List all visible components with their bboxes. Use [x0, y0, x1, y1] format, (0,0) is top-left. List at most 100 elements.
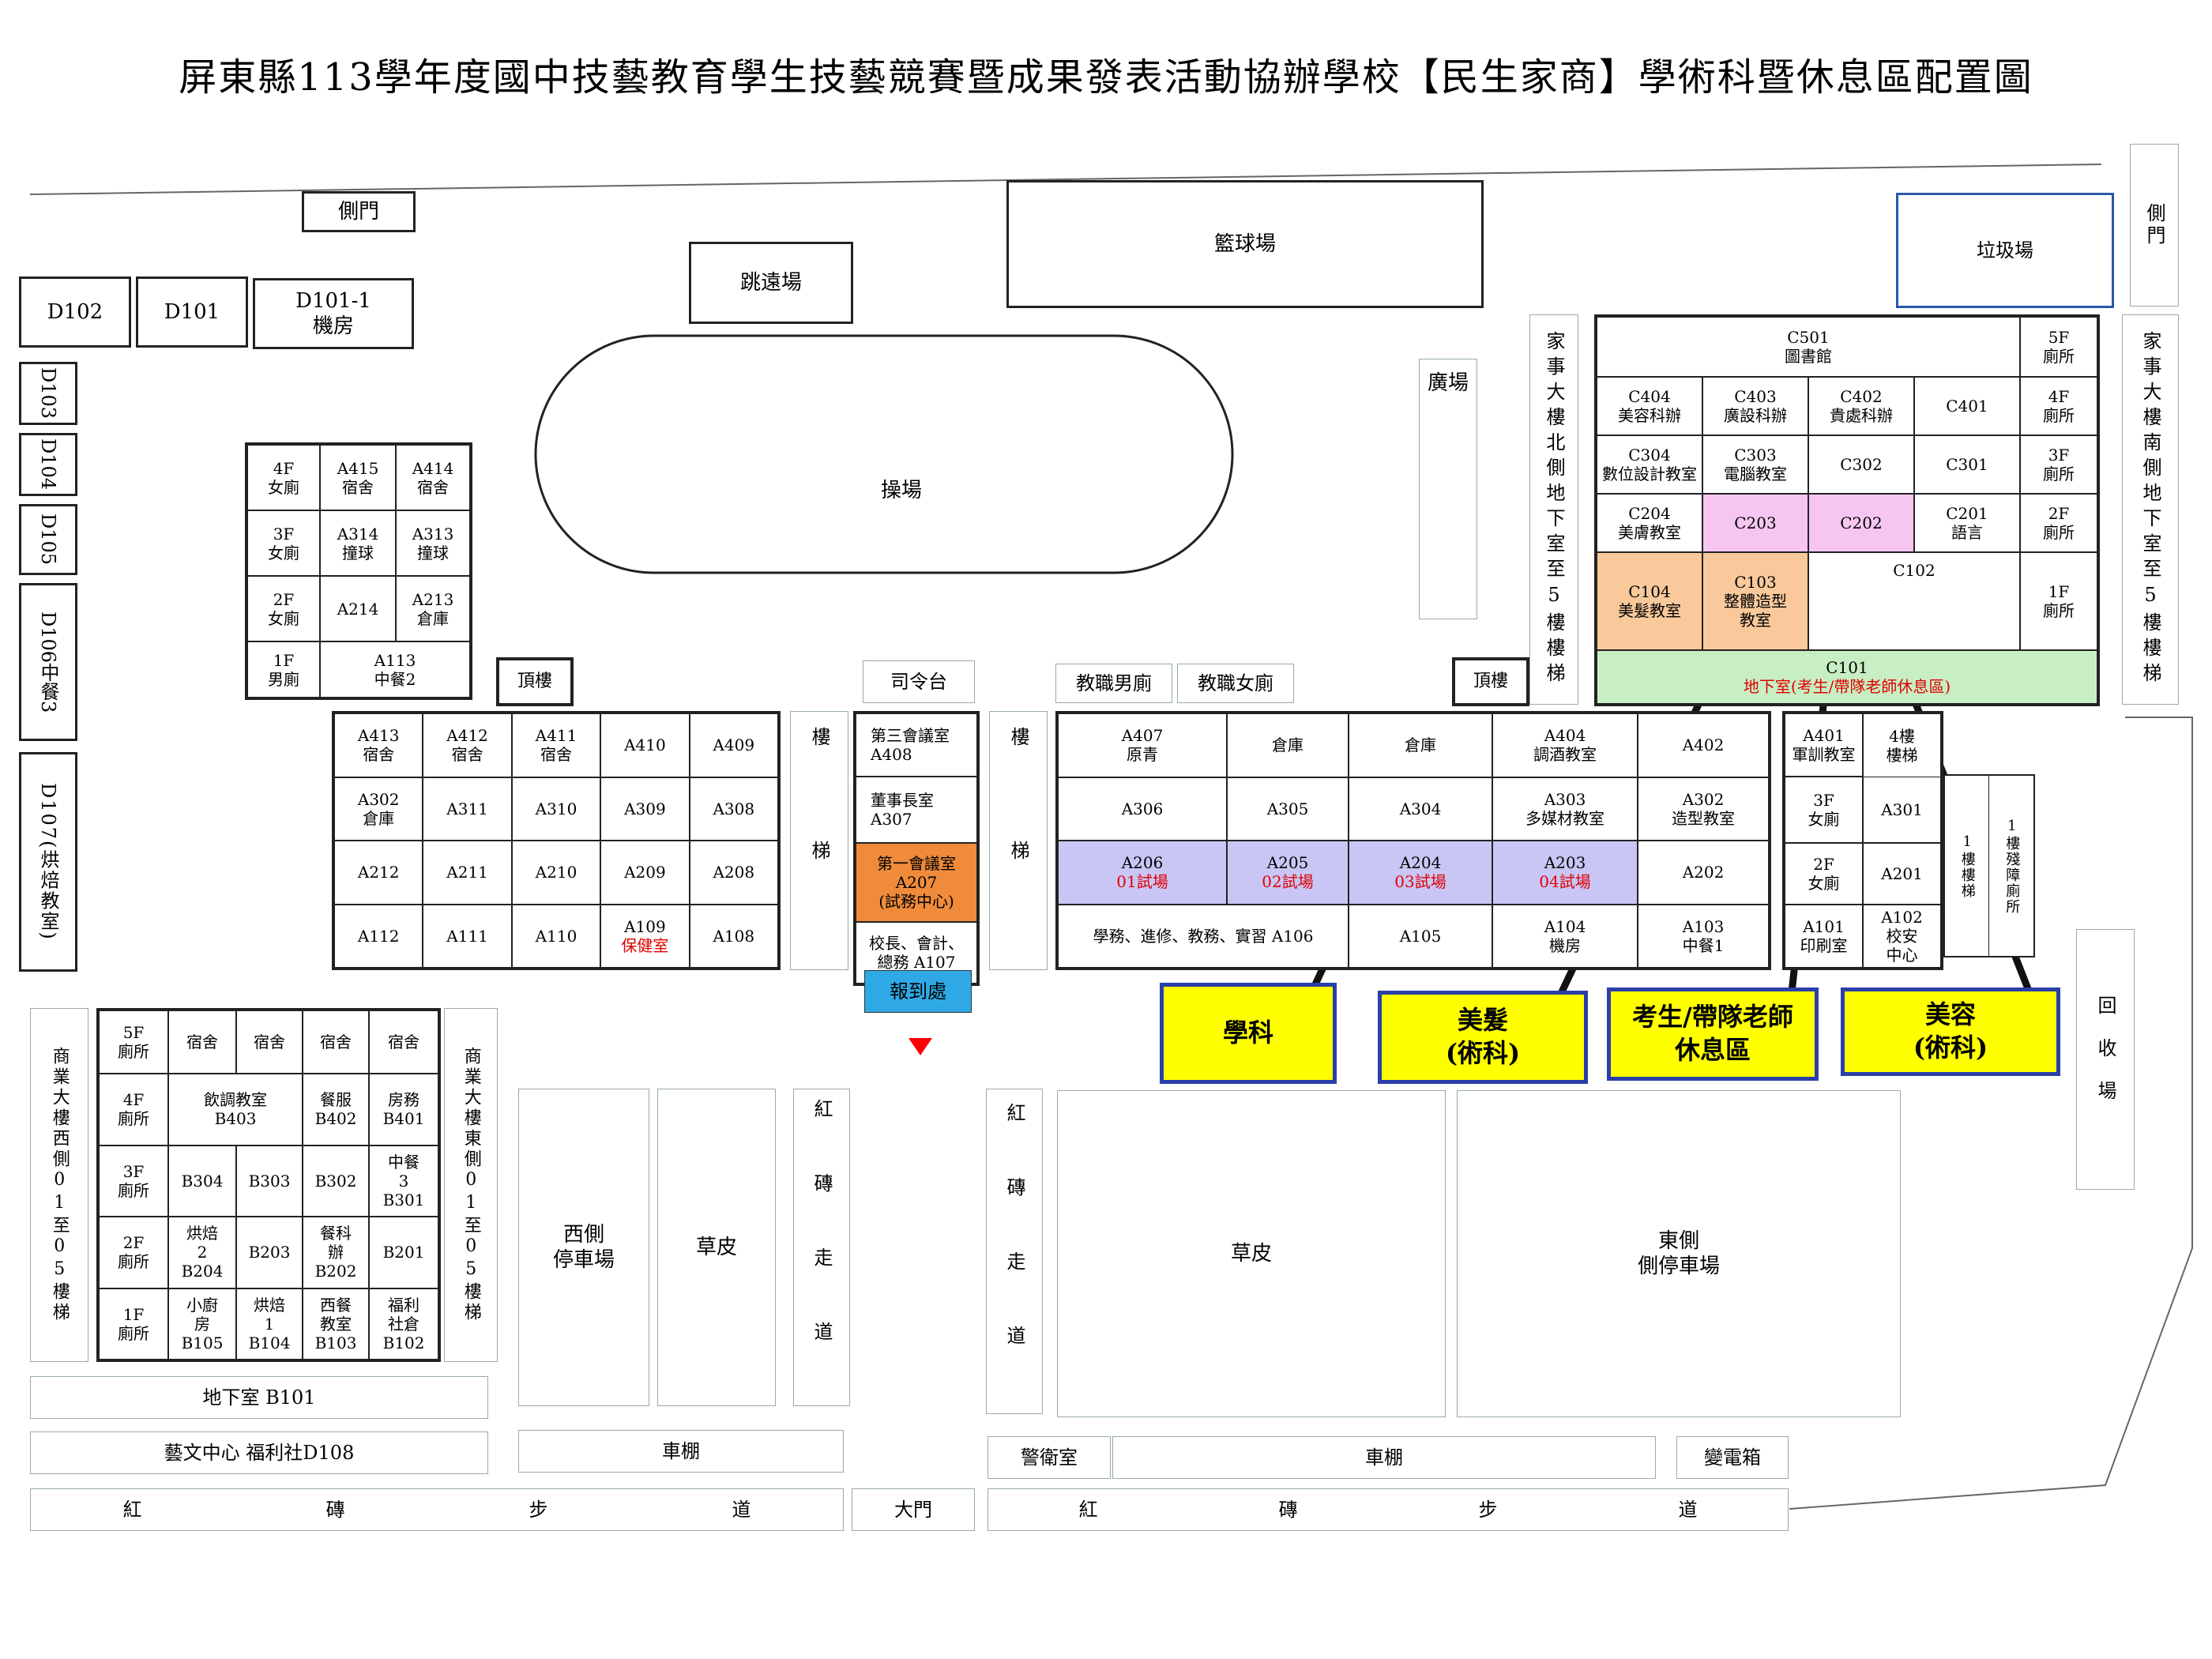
a-west-cell: A415 宿舍	[320, 445, 396, 510]
room-a401: A401 軍訓教室	[1785, 713, 1863, 777]
room-d103: D103	[19, 362, 77, 425]
room-a106: 學務、進修、教務、實習 A106	[1058, 904, 1349, 968]
b-cell: B304	[168, 1145, 236, 1217]
room-c203: C203	[1702, 494, 1808, 552]
a-west-cell: 3F 女廁	[247, 510, 320, 576]
garbage-area: 垃圾場	[1896, 193, 2114, 308]
b-cell: 宿舍	[303, 1010, 369, 1074]
room-d107: D107(烘焙教室)	[19, 752, 77, 972]
callout-academic: 學科	[1160, 983, 1337, 1084]
a-main-cell: A412 宿舍	[423, 713, 512, 777]
track-label: 操場	[880, 478, 922, 502]
a-main-cell: A211	[423, 841, 512, 905]
room-c303: C303 電腦教室	[1702, 435, 1808, 494]
basketball-court: 籃球場	[1006, 180, 1484, 308]
admin-column: 第三會議室 A408 董事長室 A307 第一會議室 A207 (試務中心) 校…	[853, 711, 980, 986]
a-west-tower: 4F 女廁 A415 宿舍 A414 宿舍 3F 女廁 A314 撞球 A313…	[245, 442, 472, 700]
a-main-cell: A413 宿舍	[334, 713, 423, 777]
room-c302: C302	[1808, 435, 1914, 494]
room-c101-label: C101	[1826, 658, 1868, 677]
basement-b101: 地下室 B101	[30, 1376, 488, 1419]
a-east-block: A407 原青 倉庫 倉庫 A404 調酒教室 A402 A306 A305 A…	[1055, 711, 1771, 970]
health-room-note: 保健室	[621, 935, 669, 955]
a-main-cell: A212	[334, 841, 423, 905]
room-a408: 第三會議室 A408	[856, 713, 977, 777]
room-a107: 校長、會計、 總務 A107	[856, 922, 977, 984]
a-main-cell: A311	[423, 777, 512, 841]
lawn-west: 草皮	[657, 1089, 776, 1406]
room-b402: 餐服 B402	[303, 1074, 369, 1146]
room-d106: D106中餐3	[19, 583, 77, 741]
transformer: 變電箱	[1676, 1436, 1789, 1479]
a-right-cell: A201	[1863, 843, 1941, 905]
c101-rest-note: 地下室(考生/帶隊老師休息區)	[1743, 677, 1951, 696]
room-c501: C501 圖書館	[1597, 317, 2020, 377]
walk-char: 紅	[1078, 1499, 1098, 1521]
a-main-cell: A209	[600, 841, 690, 905]
a-right-cell: 2F 女廁	[1785, 843, 1863, 905]
west-parking: 西側 停車場	[518, 1089, 649, 1406]
a-east-cell: A404 調酒教室	[1492, 713, 1638, 777]
a-right-cell: 3F 女廁	[1785, 777, 1863, 843]
room-a109: A109 保健室	[600, 904, 690, 968]
exam-room-02: 02試場	[1262, 872, 1314, 892]
a-main-cell: A310	[511, 777, 601, 841]
biz-west-stairs: 商業大樓西側01至05樓梯	[30, 1008, 88, 1362]
a-west-cell: A313 撞球	[396, 510, 470, 576]
b-cell: 3F 廁所	[99, 1145, 168, 1217]
a-main-cell: A309	[600, 777, 690, 841]
room-a207: 第一會議室 A207 (試務中心)	[856, 843, 977, 922]
room-c401: C401	[1914, 377, 2020, 435]
callout-beauty: 美容 (術科)	[1841, 988, 2060, 1076]
room-d101-1: D101-1 機房	[253, 278, 414, 349]
brick-corridor-east: 紅磚走道	[986, 1089, 1043, 1414]
room-c304: C304 數位設計教室	[1597, 435, 1702, 494]
b-cell: 2F 廁所	[99, 1217, 168, 1288]
b-cell: B303	[236, 1145, 303, 1217]
room-d102: D102	[19, 276, 131, 348]
checkin-arrow	[908, 1038, 932, 1055]
room-c201: C201 語言	[1914, 494, 2020, 552]
room-a109-label: A109	[624, 916, 666, 936]
c-wc-3f: 3F 廁所	[2020, 435, 2097, 494]
stairs-4f: 4樓 樓梯	[1863, 713, 1941, 777]
room-c403: C403 廣設科辦	[1702, 377, 1808, 435]
room-a206-label: A206	[1121, 853, 1164, 873]
room-c204: C204 美膚教室	[1597, 494, 1702, 552]
room-c104: C104 美髮教室	[1597, 552, 1702, 650]
stairs-east: 樓梯	[989, 711, 1048, 970]
exam-room-03: 03試場	[1394, 872, 1446, 892]
plaza-label-top: 廣場	[1427, 371, 1469, 395]
a-east-cell: 倉庫	[1349, 713, 1492, 777]
map-title: 屏東縣113學年度國中技藝教育學生技藝競賽暨成果發表活動協辦學校【民生家商】學術…	[179, 55, 2033, 100]
a-west-cell: A214	[320, 576, 396, 641]
exam-room-01: 01試場	[1116, 872, 1168, 892]
a-main-block: A413 宿舍 A412 宿舍 A411 宿舍 A410 A409 A302 倉…	[332, 711, 781, 970]
a-east-cell: A407 原青	[1058, 713, 1227, 777]
b-cell: 福利 社倉 B102	[369, 1288, 438, 1360]
checkin-desk[interactable]: 報到處	[864, 970, 972, 1013]
long-jump-pit: 跳遠場	[689, 242, 853, 324]
c-wc-4f: 4F 廁所	[2020, 377, 2097, 435]
room-c102: C102	[1808, 552, 2020, 650]
b-cell: 餐科 辦 B202	[303, 1217, 369, 1288]
a-east-cell: A302 造型教室	[1638, 777, 1769, 841]
a-main-cell: A409	[689, 713, 778, 777]
track-oval	[534, 334, 1234, 574]
b-cell: 1F 廁所	[99, 1288, 168, 1360]
b-cell: 小廚 房 B105	[168, 1288, 236, 1360]
podium: 司令台	[863, 660, 975, 703]
a-east-cell: A303 多媒材教室	[1492, 777, 1638, 841]
a-main-cell: A111	[423, 904, 512, 968]
callout-rest: 考生/帶隊老師 休息區	[1607, 988, 1819, 1081]
b-cell: 西餐 教室 B103	[303, 1288, 369, 1360]
walk-char: 步	[1478, 1499, 1498, 1521]
walk-char: 步	[529, 1499, 548, 1521]
a-main-cell: A410	[600, 713, 690, 777]
room-a307: 董事長室 A307	[856, 777, 977, 843]
main-gate: 大門	[852, 1488, 975, 1531]
walk-char: 道	[1678, 1499, 1698, 1521]
